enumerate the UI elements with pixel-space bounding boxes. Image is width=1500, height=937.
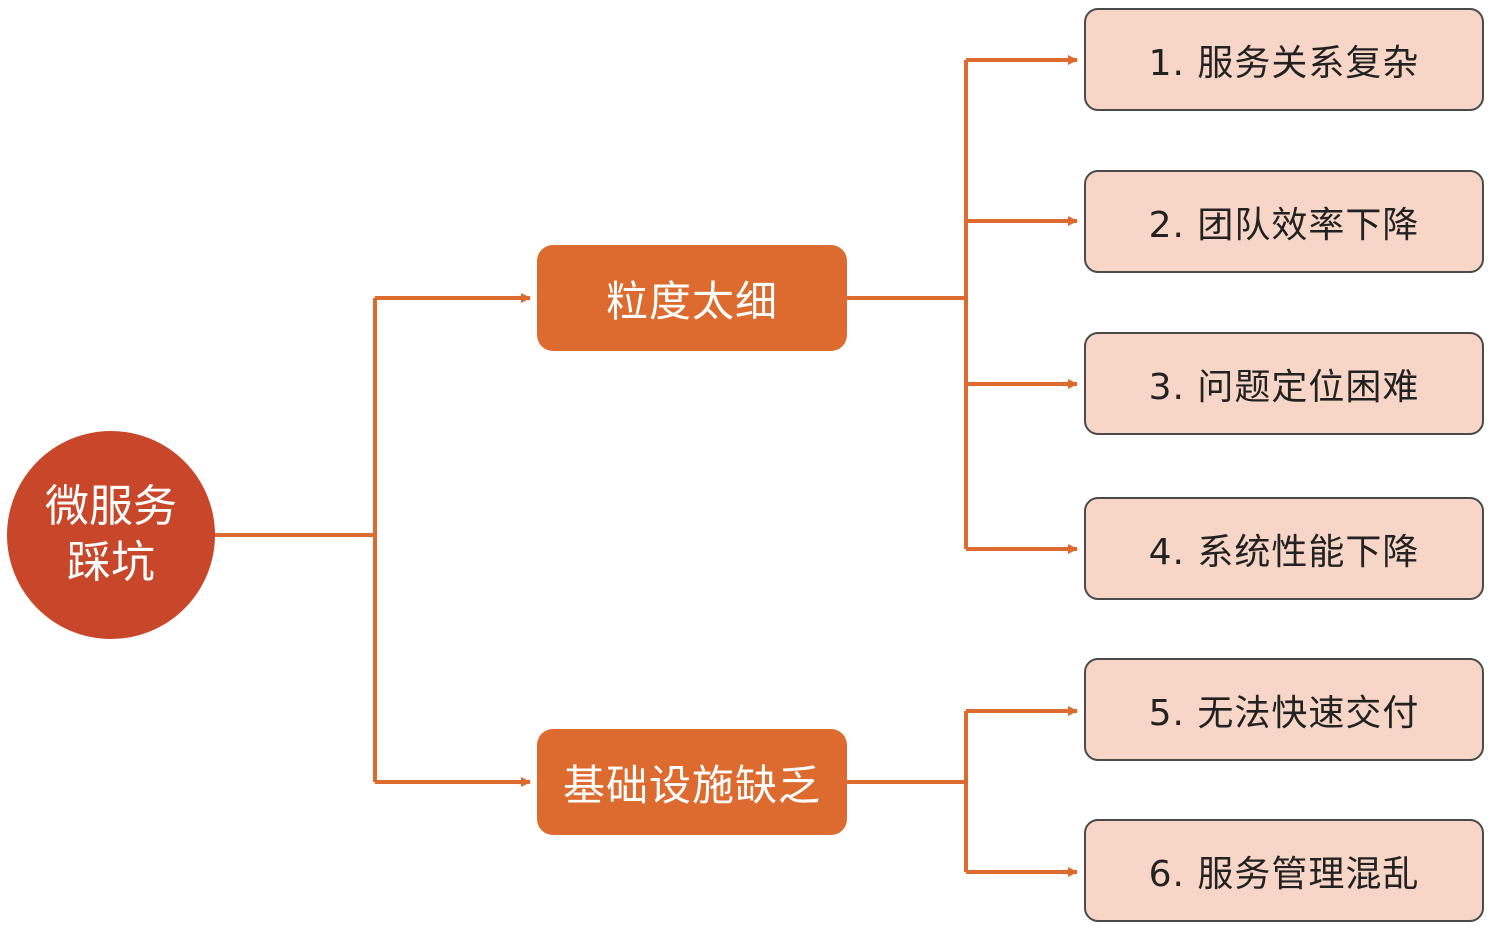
branch-node-granularity: 粒度太细 xyxy=(537,245,847,351)
leaf-node-1: 1. 服务关系复杂 xyxy=(1084,8,1484,111)
leaf-node-6: 6. 服务管理混乱 xyxy=(1084,819,1484,922)
leaf-node-5: 5. 无法快速交付 xyxy=(1084,658,1484,761)
leaf-node-4: 4. 系统性能下降 xyxy=(1084,497,1484,600)
branch-node-infrastructure: 基础设施缺乏 xyxy=(537,729,847,835)
leaf-node-2: 2. 团队效率下降 xyxy=(1084,170,1484,273)
leaf-node-3: 3. 问题定位困难 xyxy=(1084,332,1484,435)
root-node: 微服务 踩坑 xyxy=(7,431,215,639)
